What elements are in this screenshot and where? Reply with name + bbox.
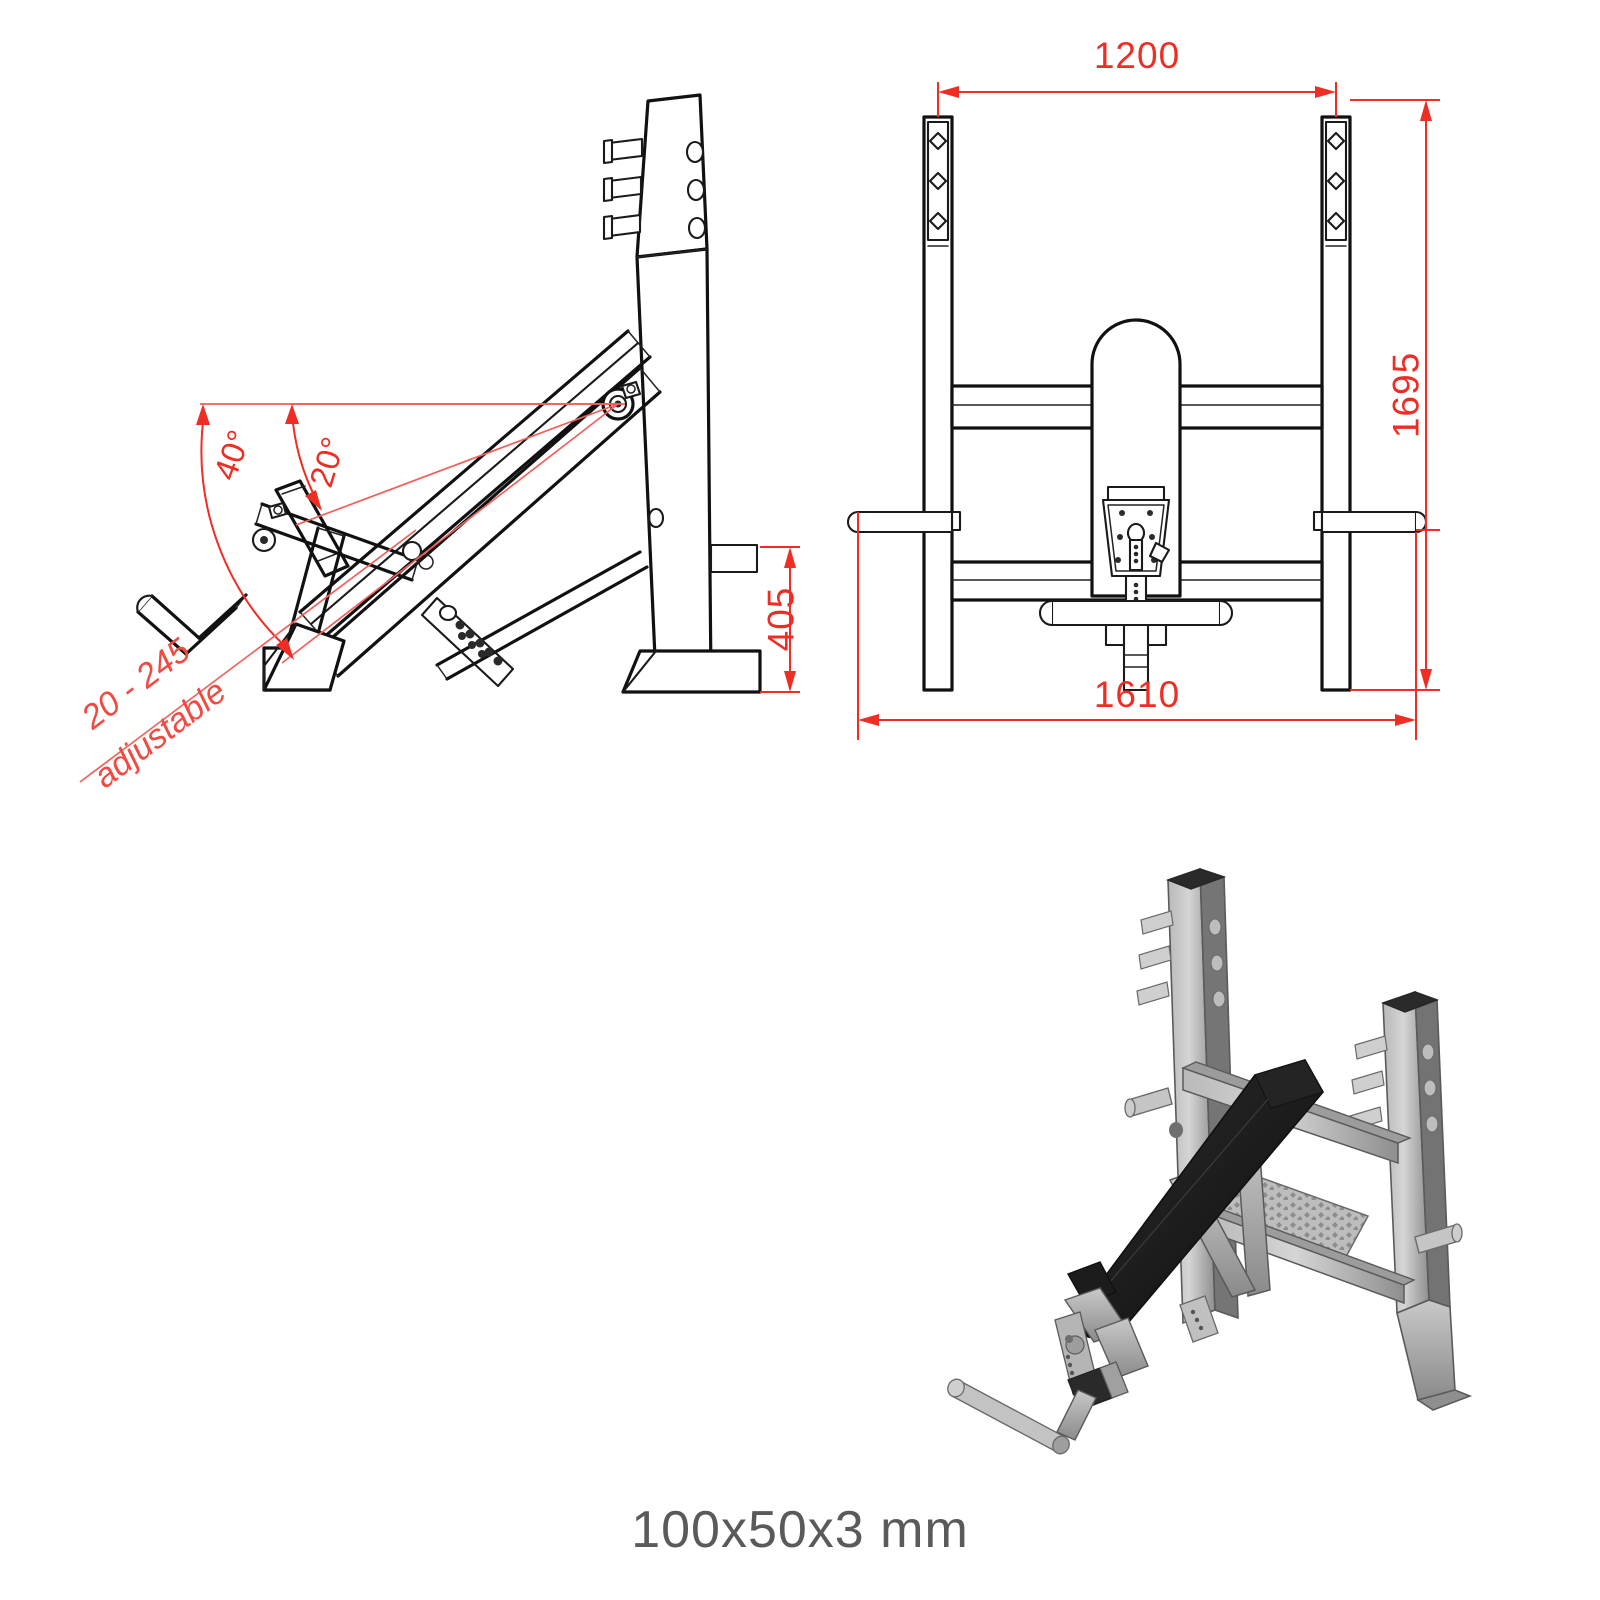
lever-arm-side bbox=[251, 501, 434, 582]
weight-horn-left-iso bbox=[1124, 1087, 1173, 1118]
side-elevation-view: 405 20° 40° 20 - 245 adjustable bbox=[74, 93, 802, 796]
dimension-405-label: 405 bbox=[761, 587, 802, 652]
rear-bracket-side bbox=[709, 543, 759, 574]
weight-horn-left-front bbox=[846, 510, 954, 534]
base-foot-right bbox=[621, 649, 762, 694]
ladder-adjuster-side bbox=[420, 596, 515, 688]
weight-horn-right-iso bbox=[1414, 1223, 1463, 1254]
foot-roller-side bbox=[136, 593, 248, 656]
adjustable-range-note: 20 - 245 adjustable bbox=[74, 529, 417, 796]
front-elevation-view: 1200 1695 1610 bbox=[846, 35, 1440, 740]
dimension-1200: 1200 bbox=[937, 35, 1337, 117]
foot-roller-iso bbox=[947, 1378, 1097, 1455]
dimension-1695-label: 1695 bbox=[1386, 352, 1427, 438]
dimension-1695: 1695 bbox=[1350, 99, 1440, 691]
upright-post-side bbox=[602, 93, 713, 682]
angle-40-label: 40° bbox=[206, 425, 258, 485]
upright-post-right-iso bbox=[1349, 990, 1473, 1411]
dimension-405: 405 bbox=[760, 546, 802, 693]
base-foot-left bbox=[262, 622, 346, 692]
center-post-front bbox=[1122, 623, 1150, 692]
material-caption: 100x50x3 mm bbox=[631, 1501, 969, 1559]
angle-20-label: 20° bbox=[302, 433, 352, 492]
weight-horn-right-front bbox=[1320, 510, 1428, 534]
diagonal-brace-side bbox=[435, 550, 649, 681]
dimension-1200-label: 1200 bbox=[1094, 35, 1180, 76]
pad-bracket-plate-front bbox=[1101, 485, 1171, 578]
dimension-1610: 1610 bbox=[857, 512, 1417, 740]
dimension-1610-label: 1610 bbox=[1094, 674, 1180, 715]
upright-post-left-front bbox=[922, 115, 962, 692]
isometric-render-view bbox=[947, 867, 1473, 1455]
